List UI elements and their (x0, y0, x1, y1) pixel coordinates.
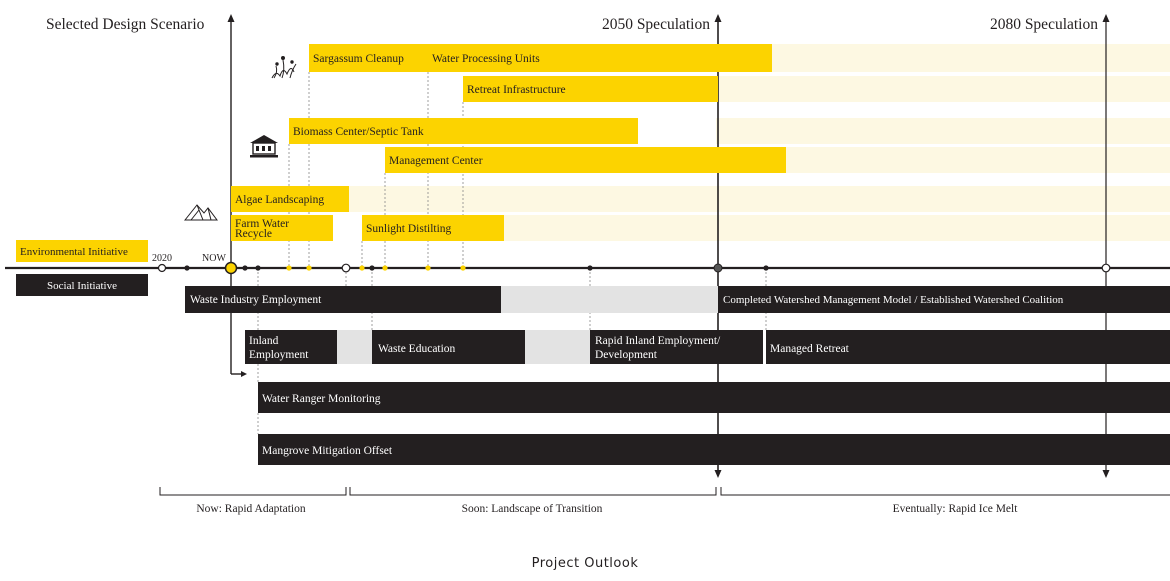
timeline-markers (157, 261, 1111, 275)
legend-environmental-label: Environmental Initiative (20, 246, 128, 258)
bar-managed-retreat (766, 330, 1170, 364)
phase-now-label: Now: Rapid Adaptation (196, 503, 305, 515)
label-water-processing: Water Processing Units (432, 53, 540, 65)
bar-inland-employment (245, 330, 337, 364)
label-inland-1: Inland (249, 335, 279, 347)
bar-water-processing (428, 44, 772, 72)
bar-completed-watershed (718, 286, 1170, 313)
arrow-down-icon (1102, 470, 1110, 478)
arrow-up-icon (1102, 14, 1110, 22)
label-inland-2: Employment (249, 349, 309, 361)
arrow-down-icon (714, 470, 722, 478)
label-mangrove: Mangrove Mitigation Offset (262, 445, 393, 457)
label-completed-watershed: Completed Watershed Management Model / E… (723, 294, 1064, 306)
now-label: NOW (202, 253, 226, 264)
label-managed-retreat: Managed Retreat (770, 343, 850, 355)
marker-dot (369, 265, 375, 271)
label-rapid-inland-1: Rapid Inland Employment/ (595, 335, 721, 347)
arrow-right-icon (241, 371, 247, 377)
figure-caption: Project Outlook (532, 556, 639, 571)
phase-labels: Now: Rapid Adaptation Soon: Landscape of… (196, 503, 1018, 515)
bracket-soon (349, 487, 717, 496)
legend-environmental-box (16, 240, 148, 262)
year-2020-label: 2020 (152, 253, 172, 264)
marker-dot (242, 265, 248, 271)
marker-dot-yellow (306, 265, 312, 271)
label-retreat-infra: Retreat Infrastructure (467, 84, 566, 96)
bar-management-center (385, 147, 786, 173)
bar-algae-landscaping (231, 186, 349, 212)
label-farm-water-1: Farm Water (235, 218, 289, 230)
band-row-4 (716, 147, 1170, 173)
phase-soon-label: Soon: Landscape of Transition (462, 503, 603, 515)
bar-retreat-infrastructure (463, 76, 718, 102)
marker-2080 (1101, 263, 1111, 273)
marker-dot-yellow (286, 265, 292, 271)
marker-dot-yellow (359, 265, 365, 271)
arrow-up-icon (714, 14, 722, 22)
environmental-labels: Sargassum Cleanup Water Processing Units… (235, 53, 566, 240)
label-waste-industry: Waste Industry Employment (190, 294, 322, 306)
band-row-5 (348, 186, 1170, 212)
label-sargassum: Sargassum Cleanup (313, 53, 404, 65)
marker-2050 (713, 263, 723, 273)
phase-brackets (159, 487, 1170, 496)
band-row-6 (502, 215, 1170, 241)
arrow-up-icon (227, 14, 235, 22)
social-bars (185, 286, 1170, 465)
bar-water-ranger (258, 382, 1170, 413)
marker-dot-yellow (382, 265, 388, 271)
label-algae: Algae Landscaping (235, 194, 324, 206)
phase-eventually-label: Eventually: Rapid Ice Melt (893, 503, 1019, 515)
header-2080: 2080 Speculation (990, 16, 1098, 33)
bar-gap-gray (525, 330, 590, 364)
label-management-center: Management Center (389, 155, 483, 167)
bar-biomass-center (289, 118, 638, 144)
bracket-eventually (720, 487, 1170, 496)
band-row-3 (716, 118, 1170, 144)
marker-dot (255, 265, 261, 271)
bar-mangrove (258, 434, 1170, 465)
marker-open (341, 263, 351, 273)
mountain-icon (183, 204, 218, 221)
bar-waste-education (372, 330, 525, 364)
label-rapid-inland-2: Development (595, 349, 658, 361)
building-icon (250, 135, 278, 158)
legend-social-label: Social Initiative (47, 280, 117, 292)
label-farm-water-2: Recycle (235, 228, 272, 240)
header-2050: 2050 Speculation (602, 16, 710, 33)
bar-rapid-inland (590, 330, 763, 364)
bar-gap-gray (501, 286, 718, 313)
label-sunlight: Sunlight Distilting (366, 223, 452, 235)
environmental-bars (231, 44, 786, 241)
bar-sargassum-cleanup (309, 44, 428, 72)
legend-social-box (16, 274, 148, 296)
marker-dot (587, 265, 593, 271)
bar-gap-gray (337, 330, 372, 364)
social-labels: Waste Industry Employment Completed Wate… (190, 294, 1064, 457)
bracket-now (159, 487, 347, 496)
bar-sunlight-distilting (362, 215, 504, 241)
marker-dot-yellow (425, 265, 431, 271)
header-selected-scenario: Selected Design Scenario (46, 16, 205, 33)
marker-2020 (157, 263, 167, 273)
label-waste-education: Waste Education (378, 343, 456, 355)
marker-dot-yellow (460, 265, 466, 271)
marker-dot (184, 265, 190, 271)
axis-arrows (227, 14, 1110, 478)
marker-now (224, 261, 238, 275)
future-bands (348, 44, 1170, 241)
bar-farm-water-recycle (231, 215, 333, 241)
seaweed-icon (271, 56, 297, 79)
band-row-2 (716, 76, 1170, 102)
label-water-ranger: Water Ranger Monitoring (262, 393, 381, 405)
label-biomass: Biomass Center/Septic Tank (293, 126, 424, 138)
marker-dot (763, 265, 769, 271)
bar-waste-industry (185, 286, 501, 313)
band-row-1 (716, 44, 1170, 72)
